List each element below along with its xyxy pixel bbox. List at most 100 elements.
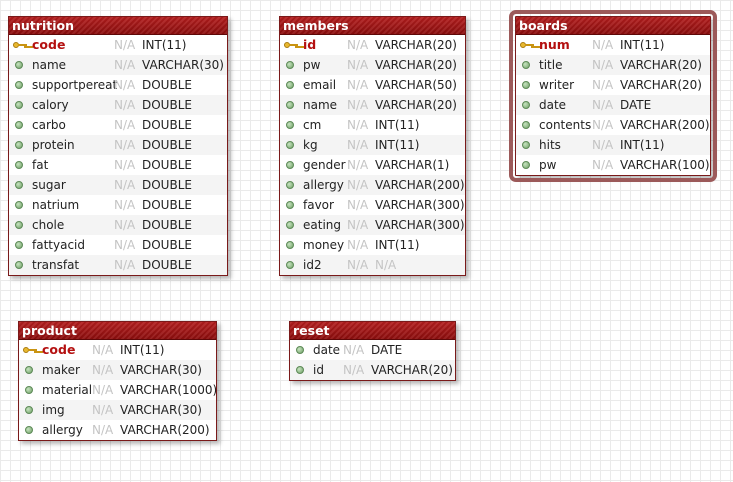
column-type: DOUBLE (142, 238, 192, 252)
column-name: transfat (32, 258, 80, 272)
column-name: hits (539, 138, 561, 152)
column-name: title (539, 58, 563, 72)
column-icon (15, 61, 23, 69)
column-icon (15, 181, 23, 189)
column-name: material (42, 383, 93, 397)
column-null: N/A (114, 218, 136, 232)
table-header[interactable]: reset (290, 322, 455, 340)
column-null: N/A (347, 58, 369, 72)
table-header[interactable]: boards (516, 17, 710, 35)
column-icon (286, 141, 294, 149)
column-icon (15, 201, 23, 209)
column-type: VARCHAR(300) (375, 218, 465, 232)
column-type: INT(11) (620, 38, 665, 52)
column-type: DOUBLE (142, 218, 192, 232)
column-null: N/A (592, 78, 614, 92)
column-null: N/A (343, 363, 365, 377)
column-icon (522, 141, 530, 149)
column-name: gender (303, 158, 346, 172)
column-type: INT(11) (620, 138, 665, 152)
column-type: DOUBLE (142, 98, 192, 112)
column-name: email (303, 78, 337, 92)
column-row[interactable]: hits N/A INT(11) (516, 135, 710, 155)
column-name: code (42, 342, 76, 357)
column-icon (296, 346, 304, 354)
column-type: INT(11) (120, 343, 165, 357)
column-null: N/A (343, 343, 365, 357)
column-row[interactable]: code N/A INT(11) (19, 340, 216, 360)
column-null: N/A (347, 198, 369, 212)
column-name: num (539, 37, 570, 52)
column-null: N/A (592, 138, 614, 152)
column-type: VARCHAR(200) (620, 118, 710, 132)
primary-key-icon (284, 42, 298, 49)
column-icon (15, 261, 23, 269)
column-icon (286, 81, 294, 89)
column-null: N/A (347, 158, 369, 172)
column-icon (15, 81, 23, 89)
column-name: name (32, 58, 67, 72)
table-header[interactable]: product (19, 322, 216, 340)
column-type: VARCHAR(30) (120, 403, 202, 417)
column-icon (522, 161, 530, 169)
column-name: money (303, 238, 345, 252)
column-type: VARCHAR(30) (120, 363, 202, 377)
primary-key-icon (13, 42, 27, 49)
column-null: N/A (114, 178, 136, 192)
column-null: N/A (114, 258, 136, 272)
column-icon (522, 61, 530, 69)
column-null: N/A (347, 218, 369, 232)
column-name: code (32, 37, 66, 52)
column-icon (286, 61, 294, 69)
table-header[interactable]: members (280, 17, 465, 35)
column-null: N/A (114, 138, 136, 152)
table-header[interactable]: nutrition (9, 17, 227, 35)
column-name: id2 (303, 258, 322, 272)
column-null: N/A (92, 343, 114, 357)
column-null: N/A (347, 178, 369, 192)
column-icon (286, 181, 294, 189)
column-null: N/A (592, 58, 614, 72)
